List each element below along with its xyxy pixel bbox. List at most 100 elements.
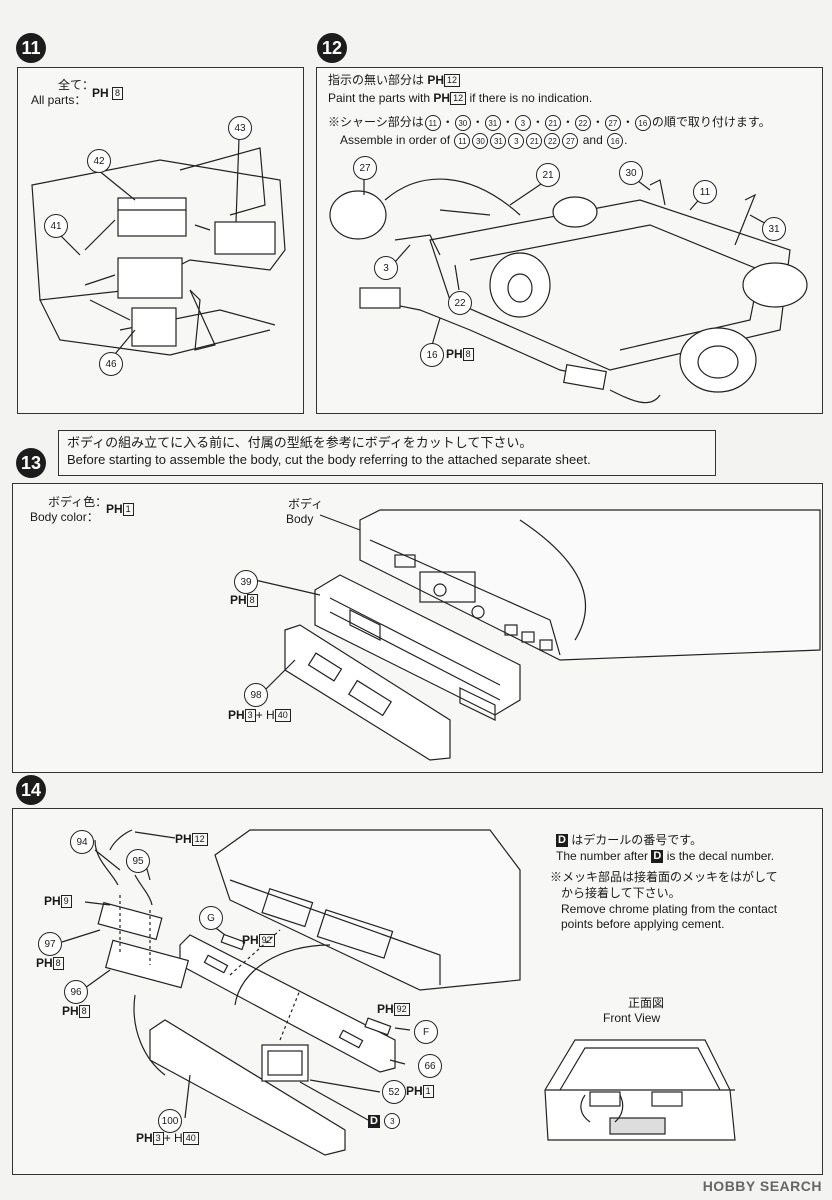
order-27: 27 bbox=[604, 115, 621, 131]
step-12-line1-jp: 指示の無い部分は bbox=[328, 73, 425, 87]
part-39-callout: 39 bbox=[234, 570, 258, 594]
ph-label: PH bbox=[242, 933, 259, 947]
part-41-callout: 41 bbox=[44, 214, 68, 238]
front-view-en: Front View bbox=[603, 1011, 661, 1025]
order-11: 11 bbox=[424, 115, 441, 131]
decal-note-jp-text: はデカールの番号です。 bbox=[571, 833, 703, 847]
decal-letter-box: D bbox=[651, 850, 664, 864]
part-27-callout: 27 bbox=[353, 156, 377, 180]
order-en-22: 22 bbox=[544, 133, 561, 149]
step-12-line4-a: Assemble in order of bbox=[340, 133, 451, 148]
ph-code-box: 40 bbox=[274, 709, 291, 723]
ph-label: PH bbox=[446, 347, 463, 361]
ph-code-box: 8 bbox=[112, 87, 124, 101]
notice-en: Before starting to assemble the body, cu… bbox=[67, 452, 591, 467]
part-21-callout: 21 bbox=[536, 163, 560, 187]
ph-label: PH bbox=[228, 708, 245, 722]
ph-code-box: 3 bbox=[152, 1132, 164, 1146]
ph-label: PH bbox=[433, 91, 451, 105]
ph-label: PH bbox=[36, 956, 53, 970]
ph-label: PH bbox=[377, 1002, 394, 1016]
order-en-3: 3 bbox=[508, 133, 525, 149]
part-97-callout: 97 bbox=[38, 932, 62, 956]
step-11-paint-en: All parts： bbox=[31, 93, 87, 107]
ph-label: PH bbox=[175, 832, 192, 846]
chrome-note-en2: points before applying cement. bbox=[561, 917, 725, 931]
chrome-note-jp2: から接着して下さい。 bbox=[561, 886, 681, 900]
ph-code-box: 9 bbox=[60, 895, 72, 909]
body-color-en: Body color： bbox=[30, 510, 99, 524]
decal-letter-box: D bbox=[368, 1114, 380, 1128]
order-en-21: 21 bbox=[526, 133, 543, 149]
ph-code-box: 8 bbox=[462, 348, 474, 362]
part-98-callout: 98 bbox=[244, 683, 268, 707]
decal-letter-box: D bbox=[556, 834, 568, 848]
part-31-callout: 31 bbox=[762, 217, 786, 241]
order-31: 31 bbox=[484, 115, 501, 131]
part-95-callout: 95 bbox=[126, 849, 150, 873]
ph-plus: + H bbox=[255, 708, 275, 722]
part-11-callout: 11 bbox=[693, 180, 717, 204]
order-en-30: 30 bbox=[472, 133, 489, 149]
ph-code-box: 3 bbox=[244, 709, 256, 723]
step-13-badge: 13 bbox=[16, 448, 46, 478]
step-11-badge: 11 bbox=[16, 33, 46, 63]
ph-code-box: 1 bbox=[122, 503, 134, 517]
decal-note-en-a: The number after bbox=[556, 849, 649, 863]
part-3-callout: 3 bbox=[374, 256, 398, 280]
order-en-27: 27 bbox=[562, 133, 579, 149]
step-14-badge: 14 bbox=[16, 775, 46, 805]
notice-jp: ボディの組み立てに入る前に、付属の型紙を参考にボディをカットして下さい。 bbox=[67, 435, 533, 450]
ph-code-box: 8 bbox=[246, 594, 258, 608]
front-view-jp: 正面図 bbox=[628, 996, 665, 1010]
ph-label: PH bbox=[92, 86, 109, 100]
ph-label: PH bbox=[427, 73, 445, 87]
chrome-note-jp1: ※メッキ部品は接着面のメッキをはがして bbox=[550, 870, 778, 884]
ph-label: PH bbox=[106, 502, 123, 516]
ph-label: PH bbox=[136, 1131, 153, 1145]
decal-note-en: The number after D is the decal number. bbox=[556, 849, 774, 864]
step-12-line2-a: Paint the parts with bbox=[328, 91, 431, 105]
ph-code-box: 1 bbox=[422, 1085, 434, 1099]
ph-code-box: 12 bbox=[450, 92, 467, 106]
step-12-line3-jp-a: ※シャーシ部分は bbox=[328, 115, 424, 130]
ph-code-box: 8 bbox=[52, 957, 64, 971]
ph-code-box: 92 bbox=[393, 1003, 410, 1017]
part-42-callout: 42 bbox=[87, 149, 111, 173]
part-52-callout: 52 bbox=[382, 1080, 406, 1104]
body-cut-notice: ボディの組み立てに入る前に、付属の型紙を参考にボディをカットして下さい。 Bef… bbox=[58, 430, 716, 476]
decal-note-jp: D はデカールの番号です。 bbox=[556, 833, 702, 848]
order-22: 22 bbox=[574, 115, 591, 131]
ph-code-box: 92 bbox=[258, 934, 275, 948]
body-label-jp: ボディ bbox=[288, 497, 324, 511]
watermark-logo: HOBBY SEARCH bbox=[702, 1178, 822, 1194]
part-f-callout: F bbox=[414, 1020, 438, 1044]
part-100-callout: 100 bbox=[158, 1109, 182, 1133]
decal-number: 3 bbox=[384, 1113, 401, 1129]
step-12-line4-and: and bbox=[582, 133, 603, 148]
part-66-callout: 66 bbox=[418, 1054, 442, 1078]
ph-label: PH bbox=[230, 593, 247, 607]
ph-code-box: 12 bbox=[444, 74, 461, 88]
order-en-11: 11 bbox=[454, 133, 471, 149]
step-12-badge: 12 bbox=[317, 33, 347, 63]
ph-label: PH bbox=[44, 894, 61, 908]
chrome-note-en1: Remove chrome plating from the contact bbox=[561, 902, 778, 916]
part-30-callout: 30 bbox=[619, 161, 643, 185]
part-16-callout: 16 bbox=[420, 343, 444, 367]
